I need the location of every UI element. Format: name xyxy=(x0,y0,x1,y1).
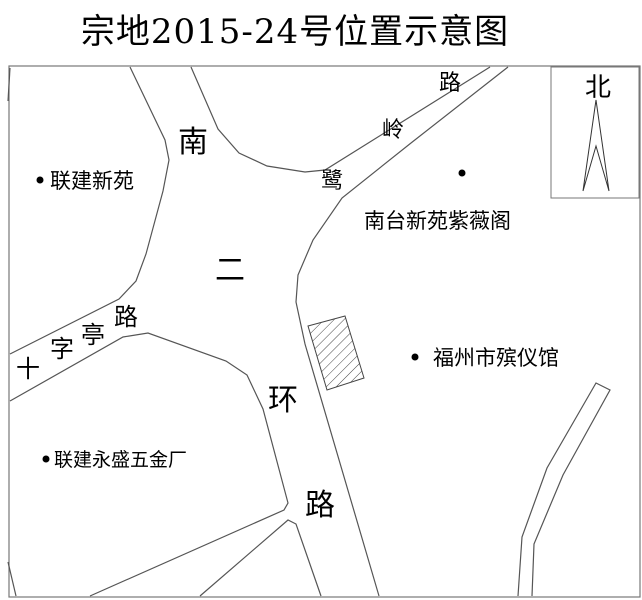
place-dot xyxy=(36,176,44,184)
road-label-zi: 字 xyxy=(50,335,74,363)
road-label-lu2: 鹭 xyxy=(321,169,343,194)
road-edge-left xyxy=(7,67,11,102)
side-road-east xyxy=(517,382,611,597)
place-nantai-ziweige: 南台新苑紫薇阁 xyxy=(364,209,511,233)
place-lianjian-xinyuan: 联建新苑 xyxy=(50,169,134,193)
road-edge-west-upper xyxy=(9,66,170,355)
road-label-lu3: 路 xyxy=(439,71,461,96)
place-dot xyxy=(411,353,419,361)
road-edge-south xyxy=(199,519,322,597)
road-label-shi: 十 xyxy=(16,355,40,383)
road-label-ting: 亭 xyxy=(81,321,105,349)
place-binyiguan: 福州市殡仪馆 xyxy=(433,346,559,370)
place-dot xyxy=(42,455,50,463)
north-box xyxy=(550,66,640,199)
north-arrow-icon xyxy=(582,99,610,192)
north-label: 北 xyxy=(585,73,611,103)
road-edge-west-lower xyxy=(9,332,289,597)
road-label-ling: 岭 xyxy=(382,118,404,143)
road-edge-east xyxy=(295,66,509,597)
road-edge-left-bottom xyxy=(7,561,17,597)
map-frame xyxy=(8,65,641,598)
map-title: 宗地2015-24号位置示意图 xyxy=(80,12,510,52)
place-wujinchang: 联建永盛五金厂 xyxy=(54,449,187,471)
road-label-lu: 路 xyxy=(305,488,335,523)
road-edge-north xyxy=(190,66,491,173)
road-label-huan: 环 xyxy=(268,383,298,418)
road-label-lu4: 路 xyxy=(114,303,138,331)
place-dot xyxy=(458,169,466,177)
road-label-nan: 南 xyxy=(178,125,208,160)
road-label-er: 二 xyxy=(215,253,245,288)
parcel-hatched xyxy=(307,315,365,391)
